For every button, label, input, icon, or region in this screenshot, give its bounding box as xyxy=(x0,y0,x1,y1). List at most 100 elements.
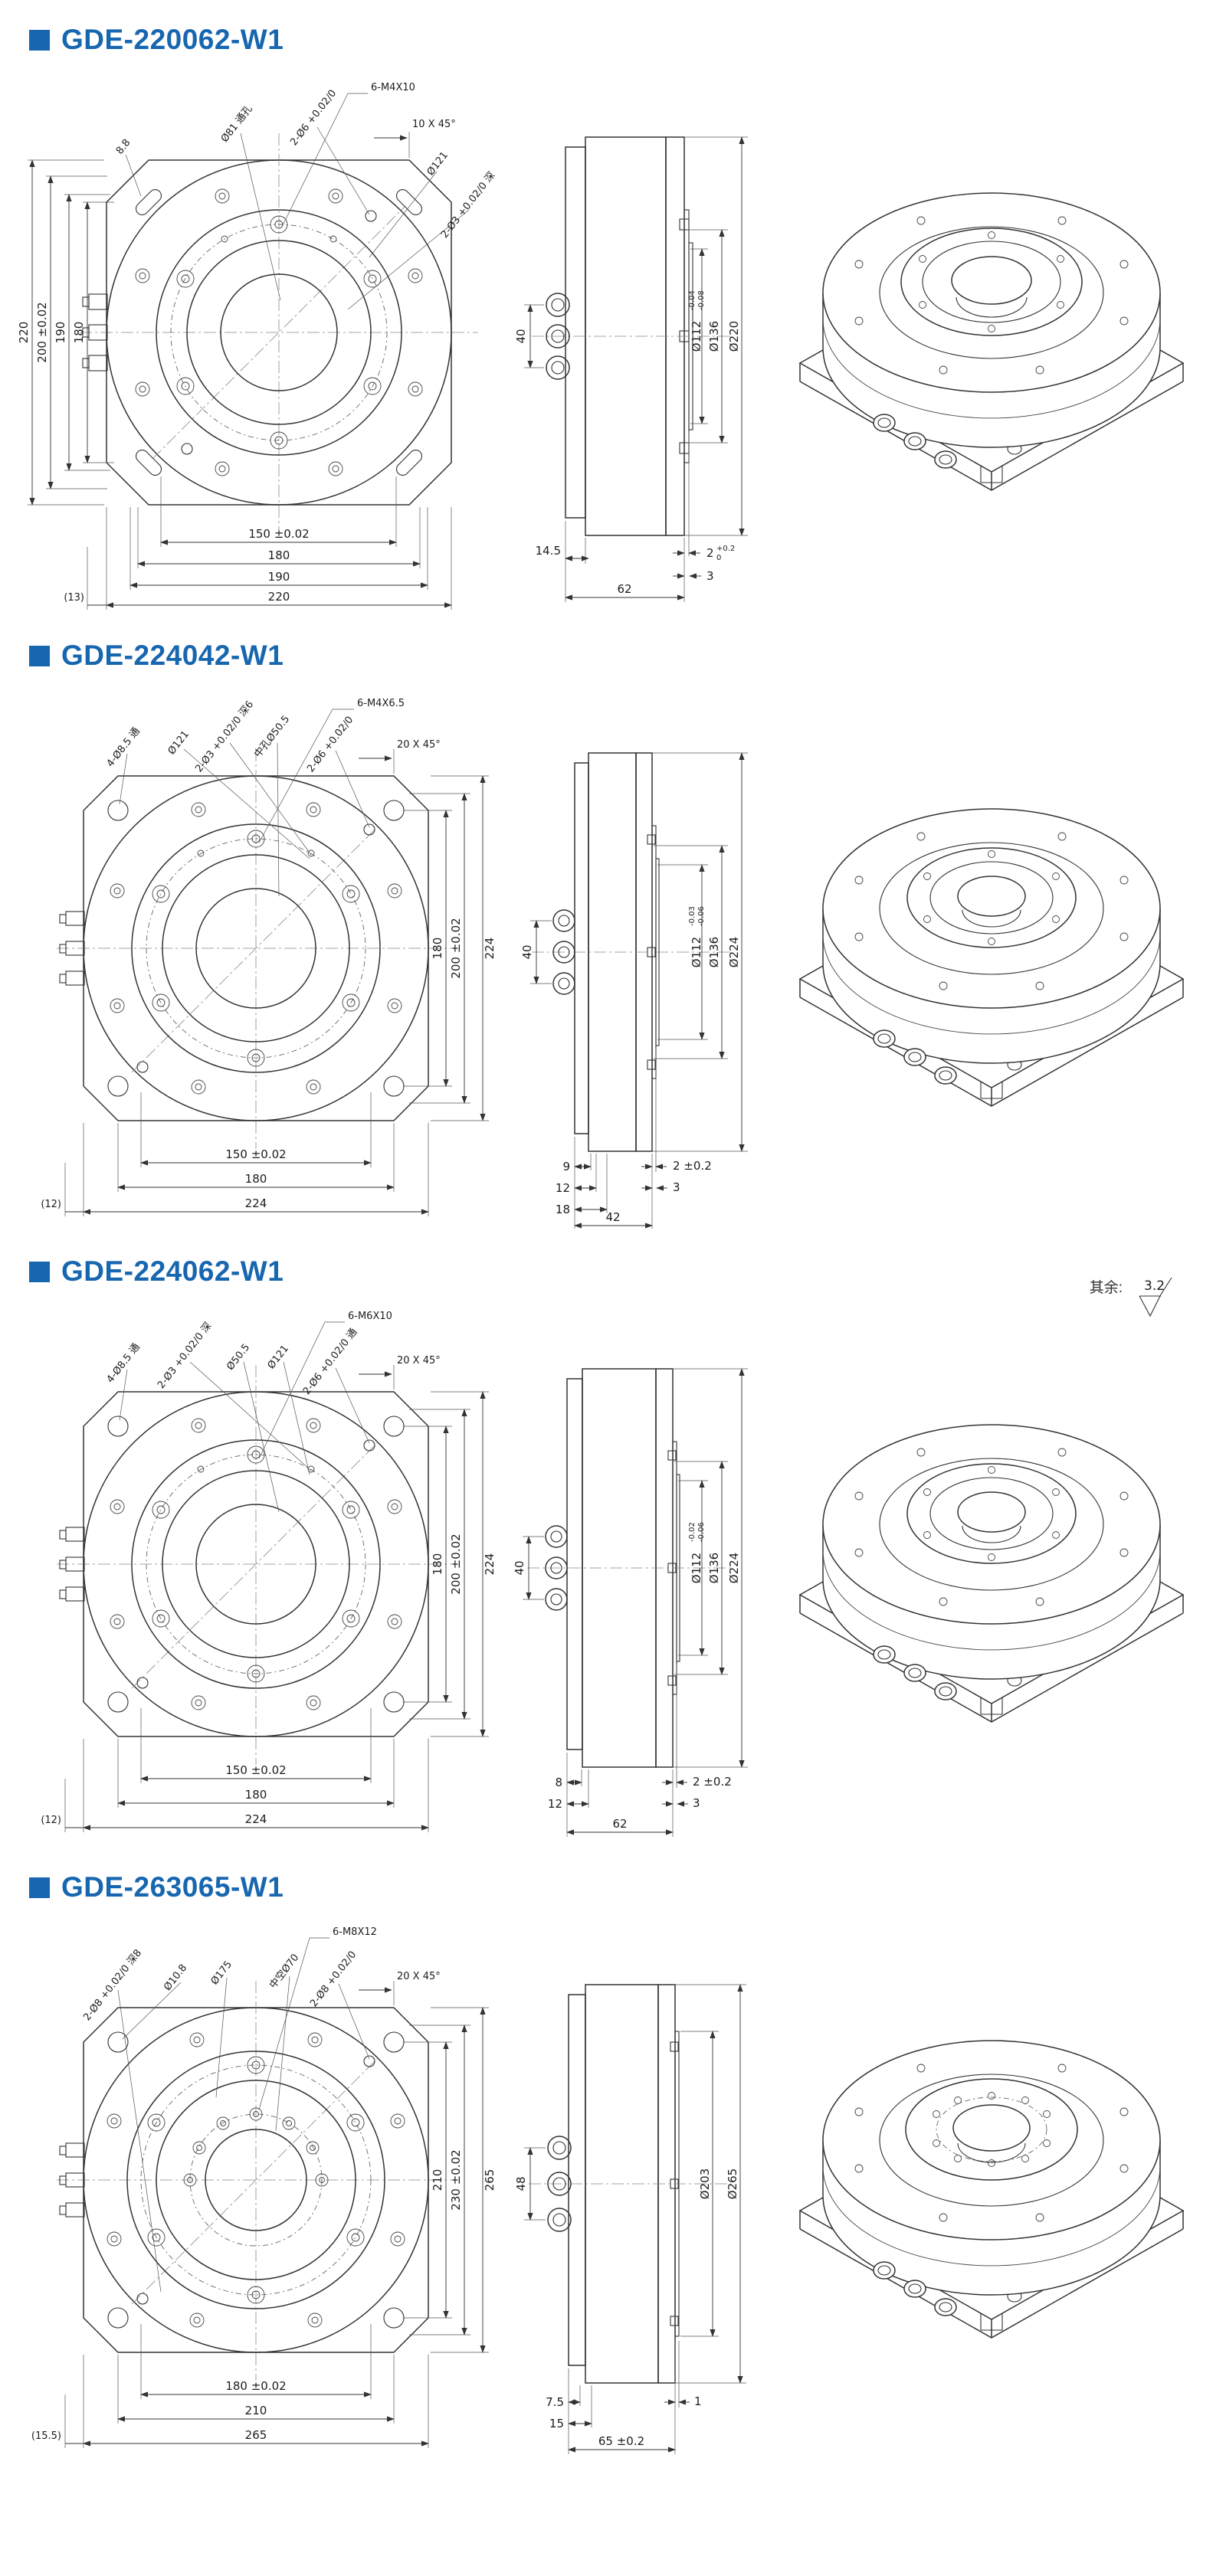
leader-hollow: 中空Ø70 xyxy=(267,1952,301,1991)
leader-tap: 6-M4X10 xyxy=(371,82,415,93)
diameter-dimensions: Ø112 -0.04 -0.08 Ø136 Ø220 xyxy=(685,136,748,536)
leader-d108: Ø10.8 xyxy=(162,1962,189,1993)
dia-136: Ø136 xyxy=(707,321,721,352)
bdim-2-tol-top: +0.2 xyxy=(716,545,735,553)
pitch-dimension: 40 xyxy=(514,304,544,368)
section-gde-263065: GDE-263065-W1 xyxy=(0,1871,1226,2463)
finish-value: 3.2 xyxy=(1144,1278,1165,1294)
hdim-224: 224 xyxy=(245,1812,267,1826)
leader-center-hole: 中孔Ø50.5 xyxy=(252,714,292,761)
horizontal-dimensions: 180 ±0.02 210 265 (15.5) xyxy=(31,2324,429,2448)
leader-chamfer: 10 X 45° xyxy=(412,119,456,130)
iso-bolts xyxy=(854,832,1129,990)
dia-136: Ø136 xyxy=(707,1553,721,1583)
bdim-15: 15 xyxy=(549,2417,564,2430)
diameter-dimensions: Ø112 -0.03 -0.06 Ø136 Ø224 xyxy=(653,752,748,1152)
vdim-224: 224 xyxy=(483,938,497,960)
diameter-dimensions: Ø203 Ø265 xyxy=(676,1984,746,2384)
iso-cable-glands xyxy=(873,1645,957,1700)
bdim-2: 2 ±0.2 xyxy=(673,1159,712,1173)
product-title: GDE-263065-W1 xyxy=(61,1871,284,1903)
hdim-150: 150 ±0.02 xyxy=(248,527,309,541)
leader-2d8: 2-Ø8 +0.02/0 xyxy=(308,1949,359,2010)
body-profile xyxy=(527,1368,731,1768)
bdim-2-tol-bot: 0 xyxy=(716,554,721,562)
bdim-2: 2 ±0.2 xyxy=(693,1775,732,1789)
finish-label: 其余: xyxy=(1089,1280,1123,1296)
side-view-drawing: 48 Ø203 Ø265 7.5 15 1 65 ±0.2 xyxy=(514,1984,746,2454)
vdim-180: 180 xyxy=(72,322,86,344)
pitch-dimension: 48 xyxy=(514,2147,546,2221)
pitch-dimension: 40 xyxy=(513,1536,544,1600)
section-header: GDE-263065-W1 xyxy=(29,1871,1226,1904)
corner-holes xyxy=(107,2031,405,2329)
cable-connectors xyxy=(59,1527,85,1602)
vertical-dimensions: 220 200 ±0.02 190 180 xyxy=(17,159,114,506)
centerlines xyxy=(57,1365,457,1765)
flange-rings xyxy=(131,1439,381,1689)
bdim-3: 3 xyxy=(673,1180,680,1194)
section-header: GDE-224062-W1 其余: 3.2 xyxy=(29,1255,1226,1317)
bdim-8: 8 xyxy=(555,1776,562,1789)
bdim-62: 62 xyxy=(617,582,631,596)
vdim-180: 180 xyxy=(431,938,444,960)
outer-ring-screws xyxy=(110,1418,402,1710)
iso-bolts xyxy=(854,2064,1129,2222)
leader-2d3: 2-Ø3 +0.02/0 深 xyxy=(439,170,498,241)
dia-112: Ø112 xyxy=(690,321,703,352)
iso-bolts xyxy=(854,216,1129,375)
bdim-3: 3 xyxy=(706,569,714,583)
hdim-offset: (13) xyxy=(64,592,84,604)
body-profile xyxy=(532,752,731,1152)
front-view-drawing: 4-Ø8.5 通 2-Ø3 +0.02/0 深 6-M6X10 Ø50.5 Ø1… xyxy=(41,1311,497,1832)
body-profile xyxy=(529,1984,731,2384)
hdim-180: 180 xyxy=(245,1788,267,1802)
dia-112-tol-top: -0.02 xyxy=(688,1522,697,1542)
pitch-dimension: 40 xyxy=(520,920,552,984)
side-view-drawing: 40 Ø112 -0.04 -0.08 Ø136 Ø220 xyxy=(514,136,748,602)
leader-2d6: 2-Ø6 +0.02/0 通 xyxy=(301,1327,360,1397)
bdim-1: 1 xyxy=(694,2394,702,2408)
leader-d121: Ø121 xyxy=(266,1343,291,1371)
bdim-2: 2 xyxy=(706,546,714,560)
dia-112-tol-top: -0.04 xyxy=(688,290,697,310)
roughness-symbol-icon: 3.2 xyxy=(1139,1277,1172,1317)
iso-body xyxy=(822,1424,1161,1680)
dia-265: Ø265 xyxy=(726,2168,739,2199)
leader-2d3: 2-Ø3 +0.02/0 深6 xyxy=(193,699,256,775)
iso-cable-glands xyxy=(873,1029,957,1085)
flange-screws xyxy=(176,215,382,450)
hdim-150: 150 ±0.02 xyxy=(225,1147,286,1161)
flange-rings xyxy=(126,2051,385,2309)
leader-annotations: 4-Ø8.5 通 2-Ø3 +0.02/0 深 6-M6X10 Ø50.5 Ø1… xyxy=(105,1311,441,1513)
hdim-190: 190 xyxy=(268,570,290,584)
leader-corner-holes: 4-Ø8.5 通 xyxy=(105,1341,143,1385)
dia-220: Ø220 xyxy=(727,321,741,352)
section-bullet-icon xyxy=(29,29,50,51)
flange-screws xyxy=(152,830,360,1067)
drawing-views: 4-Ø8.5 通 2-Ø3 +0.02/0 深 6-M6X10 Ø50.5 Ø1… xyxy=(11,1288,1226,1848)
iso-body xyxy=(822,2040,1161,2296)
cable-connectors xyxy=(59,2142,85,2218)
dia-112-tol-bot: -0.08 xyxy=(697,290,706,310)
bdim-3: 3 xyxy=(693,1796,700,1810)
section-header: GDE-220062-W1 xyxy=(29,23,1226,57)
side-connectors xyxy=(545,1525,568,1611)
isometric-view-drawing xyxy=(798,808,1185,1107)
centerlines xyxy=(57,1981,457,2381)
leader-slot: 8.8 xyxy=(114,137,133,157)
iso-cable-glands xyxy=(873,414,957,469)
dia-112: Ø112 xyxy=(690,1553,703,1583)
dia-136: Ø136 xyxy=(707,937,721,967)
vdim-200: 200 ±0.02 xyxy=(449,918,463,978)
iso-cable-glands xyxy=(873,2261,957,2316)
vdim-200: 200 ±0.02 xyxy=(35,302,49,362)
cable-connectors xyxy=(59,911,85,986)
dia-203: Ø203 xyxy=(698,2168,712,2199)
drawing-views: 4-Ø8.5 通 Ø121 2-Ø3 +0.02/0 深6 中孔Ø50.5 6-… xyxy=(11,673,1226,1232)
iso-bolts xyxy=(854,1448,1129,1606)
leader-chamfer: 20 X 45° xyxy=(397,1971,441,1982)
leader-d505: Ø50.5 xyxy=(225,1342,252,1373)
vdim-190: 190 xyxy=(54,322,67,344)
vdim-180: 180 xyxy=(431,1553,444,1576)
